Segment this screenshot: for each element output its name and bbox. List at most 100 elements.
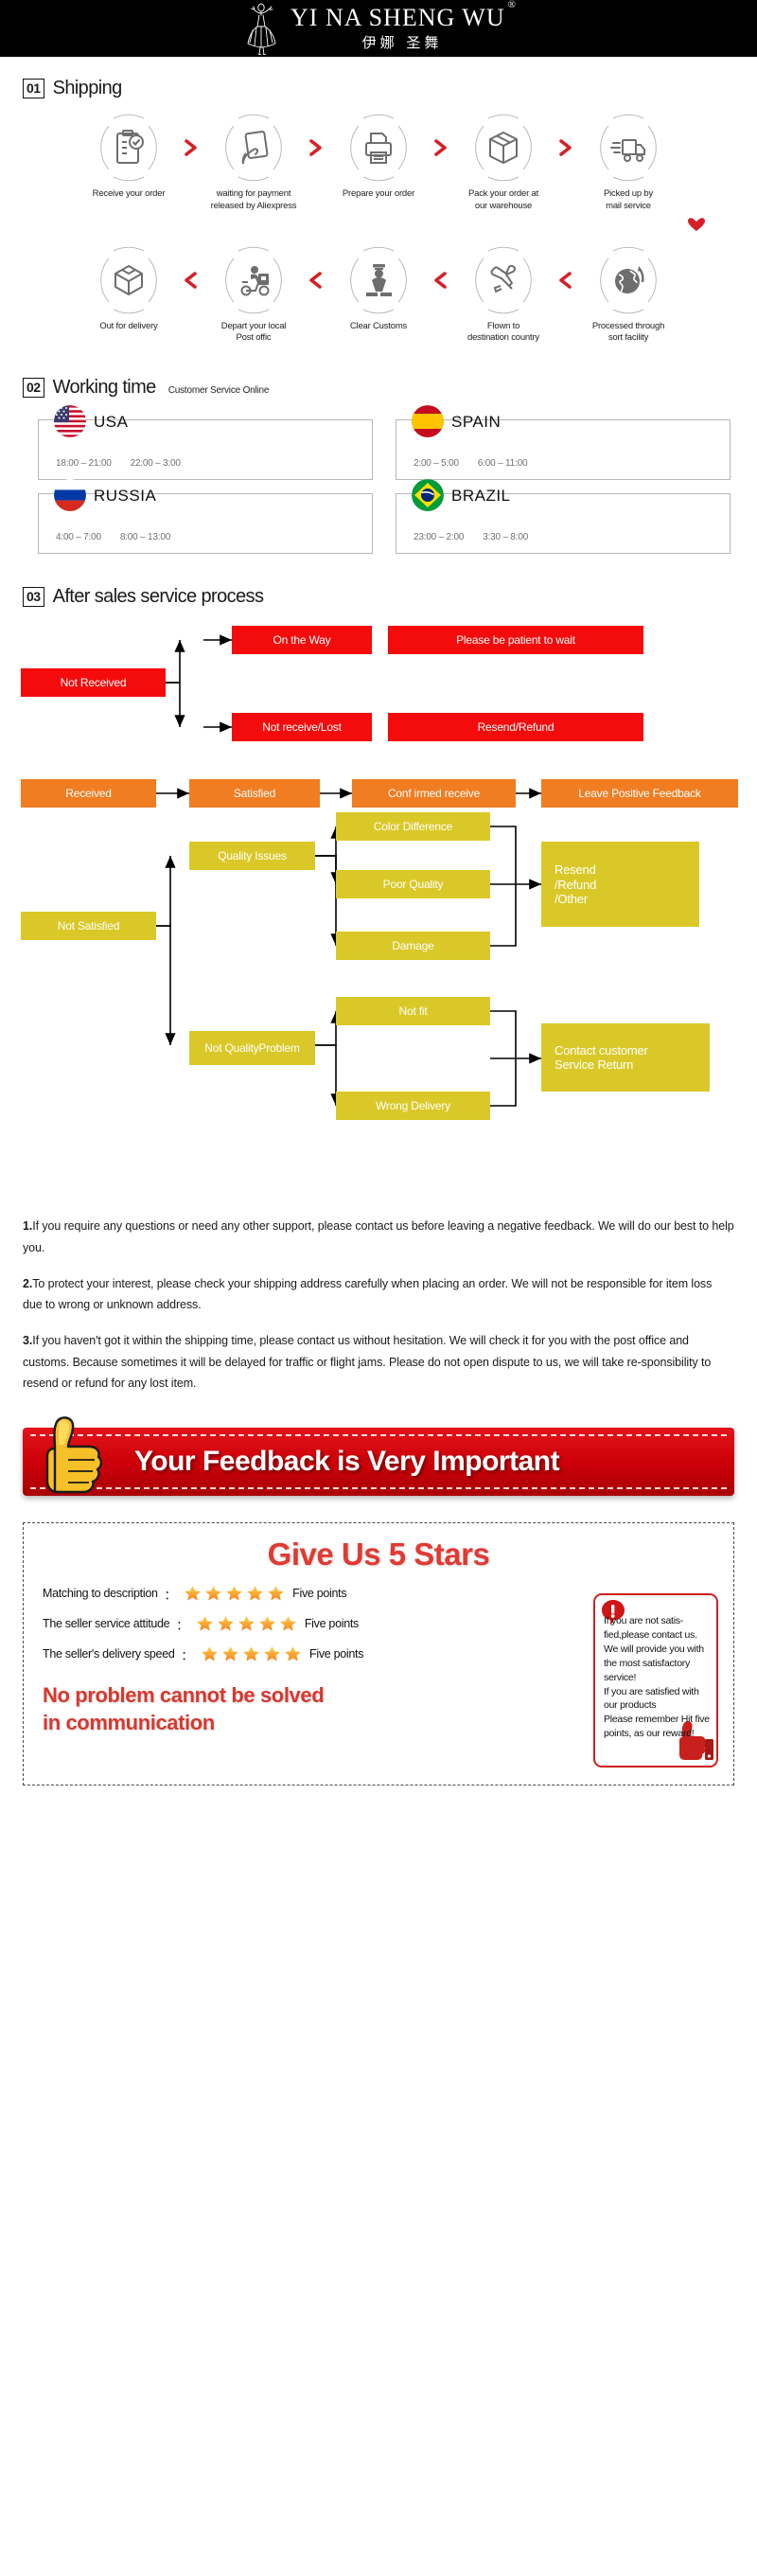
service-hours: 23:00 – 2:00 3:30 – 8:00 bbox=[410, 532, 730, 542]
not-satisfied-info-card: If you are not satis-fied,please contact… bbox=[593, 1593, 718, 1768]
shipping-heading: 01 Shipping bbox=[0, 78, 757, 99]
globe-icon bbox=[615, 265, 644, 293]
step-arrow bbox=[558, 139, 573, 156]
rating-request-box: Give Us 5 Stars Matching to description … bbox=[23, 1522, 734, 1785]
step-arrow bbox=[308, 139, 324, 156]
star-icon bbox=[238, 1616, 255, 1631]
flow-box-not-fit: Not fit bbox=[336, 997, 490, 1026]
star-icon bbox=[218, 1616, 234, 1631]
hours-slot: 6:00 – 11:00 bbox=[477, 458, 528, 470]
step-arrow bbox=[433, 271, 449, 289]
section-number-03: 03 bbox=[23, 587, 44, 608]
communication-slogan: No problem cannot be solved in communica… bbox=[37, 1682, 720, 1736]
flow-box-poor-quality: Poor Quality bbox=[336, 870, 490, 899]
chevron-right-icon bbox=[434, 139, 447, 156]
brand-header: YI NA SHENG WU® 伊娜 圣舞 bbox=[0, 0, 757, 57]
flow-box-color-difference: Color Difference bbox=[336, 812, 490, 842]
star-icon bbox=[280, 1616, 296, 1631]
step-arrow bbox=[558, 271, 573, 289]
star-icon bbox=[259, 1616, 275, 1631]
rating-points: Five points bbox=[292, 1587, 347, 1600]
star-icon bbox=[205, 1586, 221, 1601]
section-title-after-sales: After sales service process bbox=[52, 586, 264, 608]
hours-slot: 2:00 – 5:00 bbox=[414, 458, 459, 470]
rating-row: The seller's delivery speed ： Five point… bbox=[37, 1644, 720, 1663]
flow-box-leave-feedback: Leave Positive Feedback bbox=[541, 779, 738, 808]
flag-usa-icon bbox=[54, 405, 86, 438]
star-icon bbox=[226, 1586, 242, 1601]
rating-row: Matching to description ： Five points bbox=[37, 1584, 720, 1603]
slogan-line-1: No problem cannot be solved bbox=[43, 1683, 325, 1707]
country-name: SPAIN bbox=[451, 413, 502, 432]
rating-row: The seller service attitude ： Five point… bbox=[37, 1614, 720, 1633]
note-text: If you require any questions or need any… bbox=[23, 1219, 734, 1254]
thumbs-up-icon bbox=[45, 1416, 103, 1494]
info-paragraph: Please remember Hit five points, as our … bbox=[604, 1714, 710, 1740]
section-title-working-time: Working time bbox=[52, 377, 157, 399]
banner-dash-top bbox=[30, 1434, 727, 1436]
hours-slot: 22:00 – 3:00 bbox=[130, 458, 181, 470]
flow-box-line: /Refund bbox=[555, 877, 597, 892]
step-icon-ring bbox=[343, 113, 414, 183]
star-icon bbox=[222, 1646, 238, 1661]
working-time-section: 02 Working time Customer Service Online … bbox=[0, 345, 757, 555]
section-number-01: 01 bbox=[23, 79, 44, 98]
flow-box-not-satisfied: Not Satisfied bbox=[21, 912, 156, 941]
rating-stars bbox=[195, 1614, 298, 1633]
registered-mark-icon: ® bbox=[507, 0, 517, 11]
rating-label: The seller service attitude bbox=[43, 1617, 170, 1630]
step-icon-ring bbox=[593, 113, 663, 183]
feedback-banner-wrap: Your Feedback is Very Important bbox=[0, 1411, 757, 1509]
star-icon bbox=[285, 1646, 301, 1661]
brand-name-chinese: 伊娜 圣舞 bbox=[361, 34, 443, 52]
scooter-courier-icon bbox=[240, 265, 270, 296]
give-us-5-stars-title: Give Us 5 Stars bbox=[267, 1537, 490, 1572]
chevron-left-icon bbox=[185, 271, 197, 289]
policy-note: 2.To protect your interest, please check… bbox=[23, 1273, 734, 1316]
brand-name-latin: YI NA SHENG WU® bbox=[290, 0, 516, 30]
printer-icon bbox=[365, 133, 392, 164]
airplane-icon bbox=[490, 264, 517, 293]
hours-slot: 4:00 – 7:00 bbox=[56, 532, 101, 543]
note-number: 1. bbox=[23, 1219, 33, 1234]
flow-box-damage: Damage bbox=[336, 932, 490, 961]
hours-slot: 3:30 – 8:00 bbox=[483, 532, 529, 543]
flow-box-line: Problem bbox=[258, 1041, 300, 1056]
shipping-step: Receive your order bbox=[74, 113, 184, 201]
flow-box-line: Contact customer bbox=[555, 1042, 648, 1057]
rating-colon: ： bbox=[181, 1648, 194, 1662]
step-icon-ring bbox=[468, 245, 538, 315]
info-card-text: If you are not satis-fied,please contact… bbox=[604, 1614, 710, 1741]
shipping-step: Clear Customs bbox=[324, 245, 433, 333]
flow-box-confirmed-receive: Conf irmed receive bbox=[352, 779, 516, 808]
rating-points: Five points bbox=[309, 1647, 364, 1661]
rating-points: Five points bbox=[304, 1617, 359, 1630]
shipping-section: 01 Shipping Receive your order waiting f… bbox=[0, 57, 757, 345]
flow-box-quality-issues: Quality Issues bbox=[189, 842, 315, 871]
step-icon-ring bbox=[219, 245, 289, 315]
customs-officer-icon bbox=[366, 263, 392, 296]
open-box-icon bbox=[114, 264, 143, 295]
chevron-left-icon bbox=[309, 271, 322, 289]
working-time-subtitle: Customer Service Online bbox=[167, 385, 270, 397]
thumbs-up-red-icon bbox=[679, 1721, 713, 1760]
note-number: 3. bbox=[23, 1334, 33, 1348]
info-paragraph: If you are not satis-fied,please contact… bbox=[604, 1615, 704, 1683]
chevron-left-icon bbox=[434, 271, 447, 289]
note-text: To protect your interest, please check y… bbox=[23, 1276, 713, 1311]
hours-slot: 23:00 – 2:00 bbox=[414, 532, 465, 543]
after-sales-heading: 03 After sales service process bbox=[0, 586, 757, 608]
banner-dash-bottom bbox=[30, 1487, 727, 1489]
